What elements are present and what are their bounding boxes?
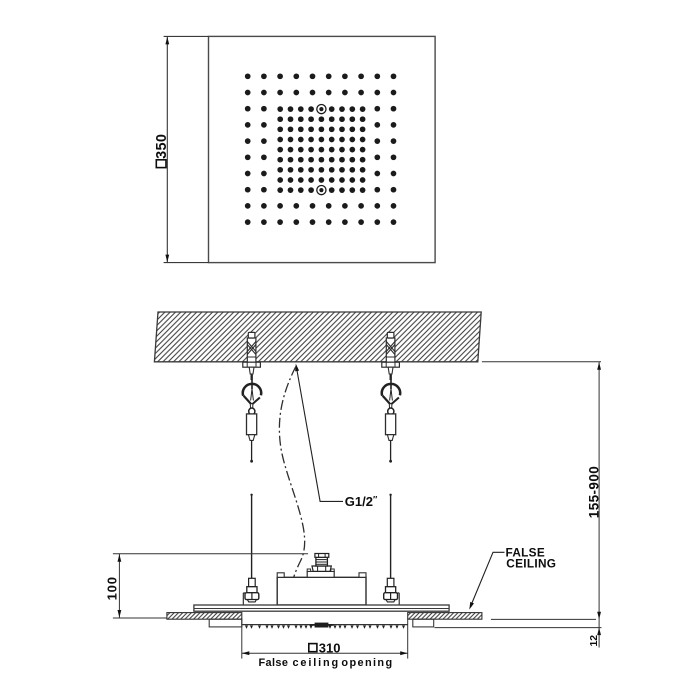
svg-text:CEILING: CEILING xyxy=(506,556,556,570)
svg-text:155-900: 155-900 xyxy=(586,466,601,518)
svg-text:350: 350 xyxy=(154,134,170,159)
svg-text:opening: opening xyxy=(341,657,393,669)
svg-text:G1/2: G1/2 xyxy=(345,494,373,509)
svg-text:310: 310 xyxy=(319,641,341,656)
svg-text:False: False xyxy=(259,657,289,669)
svg-text:ceiling: ceiling xyxy=(293,657,340,669)
svg-text:12: 12 xyxy=(588,635,600,647)
svg-text:100: 100 xyxy=(104,576,119,600)
svg-text:″: ″ xyxy=(373,495,378,505)
svg-text:FALSE: FALSE xyxy=(506,546,546,560)
